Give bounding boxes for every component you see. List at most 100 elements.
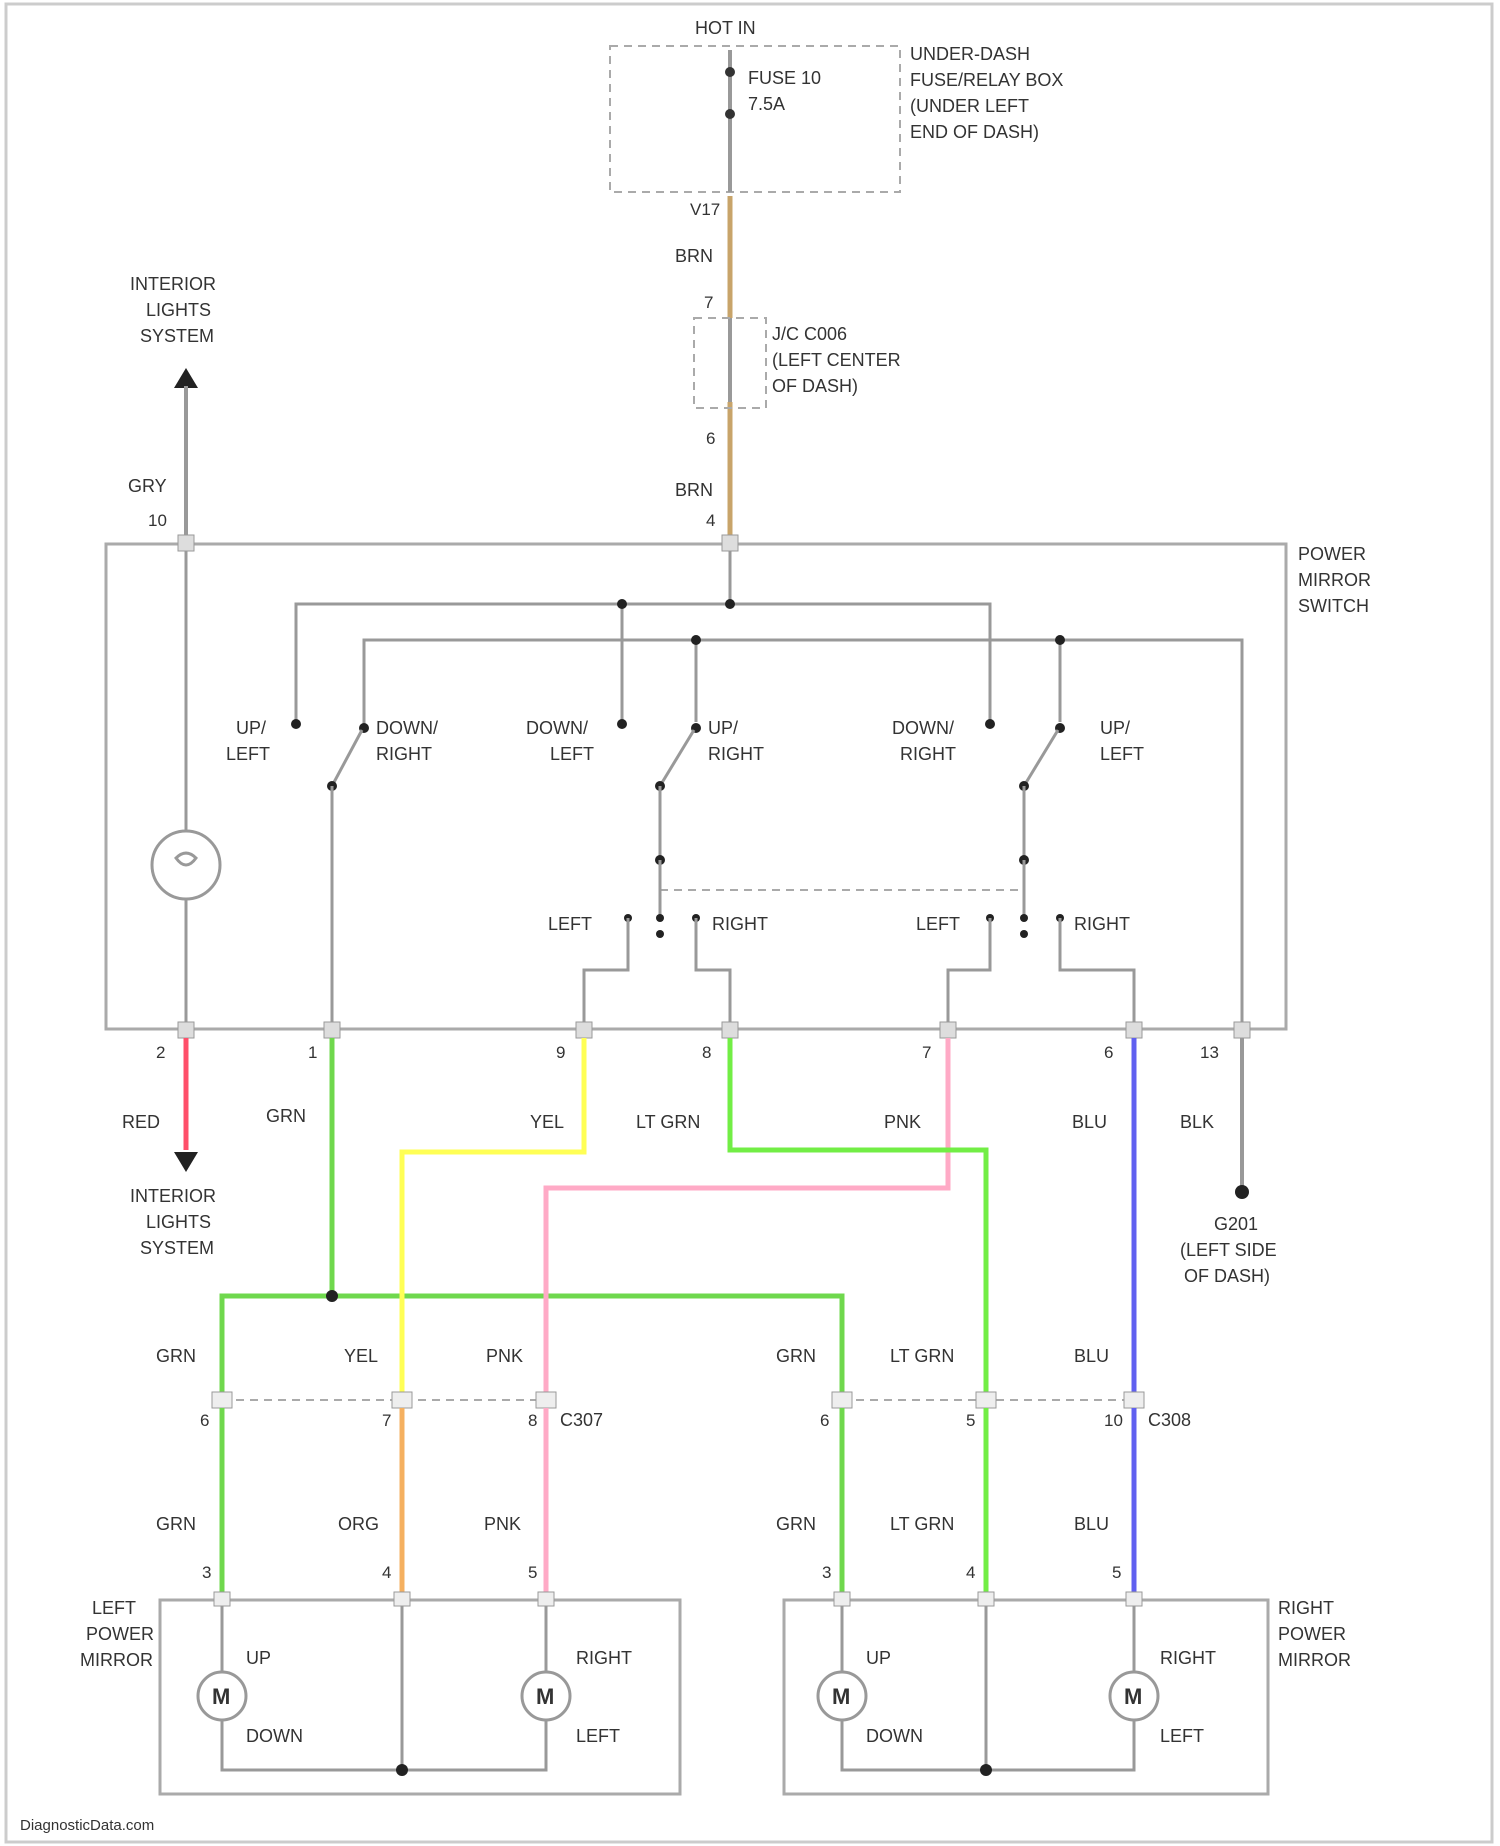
conn-pin-2: 7 [382,1411,391,1430]
label-down-right-3a: DOWN/ [892,718,954,738]
fuse-box-location-3: (UNDER LEFT [910,96,1029,116]
switch-terminal-1 [324,1022,340,1038]
conn-wire-below-3: PNK [484,1514,521,1534]
conn-wire-above-4: GRN [776,1346,816,1366]
switch-top-pin-10: 10 [148,511,167,530]
switch-blade-1 [332,730,362,786]
right-mirror-terminal-4 [978,1592,994,1606]
conn-wire-below-6: BLU [1074,1514,1109,1534]
bus-second [364,640,1242,1022]
fuse-terminal-bottom [725,109,735,119]
red-wire-label: RED [122,1112,160,1132]
switch-blade-3 [1024,730,1058,786]
label-up-right-2a: UP/ [708,718,738,738]
switch-pin-7: 7 [922,1043,931,1062]
conn-wire-below-4: GRN [776,1514,816,1534]
grn-wire-label: GRN [266,1106,306,1126]
junction-label-1: J/C C006 [772,324,847,344]
fuse-rating: 7.5A [748,94,785,114]
switch-terminal-10 [178,535,194,551]
switch-blade-2 [660,730,694,786]
fuse-box-out-pin: V17 [690,200,720,219]
left-mirror-motor-1-symbol: M [212,1684,230,1709]
label-up-left-3a: UP/ [1100,718,1130,738]
bus-node-2 [725,599,735,609]
left-mirror-pin-3: 3 [202,1563,211,1582]
left-mirror-terminal-3 [214,1592,230,1606]
bus-node-1 [617,599,627,609]
switch-pin-2: 2 [156,1043,165,1062]
switch-terminal-8 [722,1022,738,1038]
switch-terminal-6 [1126,1022,1142,1038]
sel-contact-1c [656,930,664,938]
contact-down-left-2 [617,719,627,729]
grn-wire-split [222,1296,842,1394]
interior-top-label-1: INTERIOR [130,274,216,294]
label-up-left-1b: LEFT [226,744,270,764]
right-mirror-pin-3: 3 [822,1563,831,1582]
c307-terminal-8 [536,1392,556,1408]
left-mirror-name-3: MIRROR [80,1650,153,1670]
yel-wire [402,1038,584,1394]
label-down-left-2b: LEFT [550,744,594,764]
ltgrn-wire-label: LT GRN [636,1112,700,1132]
right-mirror-motor-2-symbol: M [1124,1684,1142,1709]
bus-top [296,604,990,722]
junction-label-3: OF DASH) [772,376,858,396]
gry-wire-label: GRY [128,476,167,496]
switch-terminal-9 [576,1022,592,1038]
switch-name-3: SWITCH [1298,596,1369,616]
conn-wire-above-3: PNK [486,1346,523,1366]
conn-wire-above-6: BLU [1074,1346,1109,1366]
c308-terminal-10 [1124,1392,1144,1408]
right-mirror-pin-5: 5 [1112,1563,1121,1582]
label-down-left-2a: DOWN/ [526,718,588,738]
right-mirror-motor-1-up: UP [866,1648,891,1668]
label-down-right-1a: DOWN/ [376,718,438,738]
interior-bottom-label-1: INTERIOR [130,1186,216,1206]
right-mirror-name-3: MIRROR [1278,1650,1351,1670]
right-mirror-name-1: RIGHT [1278,1598,1334,1618]
left-mirror-common-node [396,1764,408,1776]
hot-in-label: HOT IN [695,18,756,38]
right-mirror-motor-2-right: RIGHT [1160,1648,1216,1668]
fuse-box-location-2: FUSE/RELAY BOX [910,70,1063,90]
left-mirror-motor-2-right: RIGHT [576,1648,632,1668]
label-down-right-1b: RIGHT [376,744,432,764]
left-mirror-motor-1-up: UP [246,1648,271,1668]
bus-node-3 [691,635,701,645]
right-mirror-motor-1-down: DOWN [866,1726,923,1746]
bus-node-4 [1055,635,1065,645]
pnk-wire-label: PNK [884,1112,921,1132]
brn-wire-label-upper: BRN [675,246,713,266]
left-mirror-motor-2-left: LEFT [576,1726,620,1746]
c308-terminal-5 [976,1392,996,1408]
conn-pin-3: 8 [528,1411,537,1430]
interior-bottom-label-2: LIGHTS [146,1212,211,1232]
conn-wire-below-5: LT GRN [890,1514,954,1534]
switch-terminal-4 [722,535,738,551]
arrow-up-icon [174,368,198,388]
conn-pin-5: 5 [966,1411,975,1430]
switch-pin-1: 1 [308,1043,317,1062]
grn-splice [326,1290,338,1302]
switch-pin-8: 8 [702,1043,711,1062]
label-down-right-3b: RIGHT [900,744,956,764]
left-mirror-pin-5: 5 [528,1563,537,1582]
left-mirror-terminal-5 [538,1592,554,1606]
right-power-mirror: RIGHT POWER MIRROR 3 4 5 M M UP DOWN RIG… [784,1563,1351,1794]
contact-down-right-3 [985,719,995,729]
selector-label-right-2: RIGHT [1074,914,1130,934]
conn-pin-4: 6 [820,1411,829,1430]
conn-pin-6: 10 [1104,1411,1123,1430]
selector-label-left-1: LEFT [548,914,592,934]
sel-contact-2b [1020,914,1028,922]
right-mirror-terminal-5 [1126,1592,1142,1606]
conn-wire-above-1: GRN [156,1346,196,1366]
yel-wire-label: YEL [530,1112,564,1132]
switch-name-1: POWER [1298,544,1366,564]
connector-name-c307: C307 [560,1410,603,1430]
sel-contact-2c [1020,930,1028,938]
